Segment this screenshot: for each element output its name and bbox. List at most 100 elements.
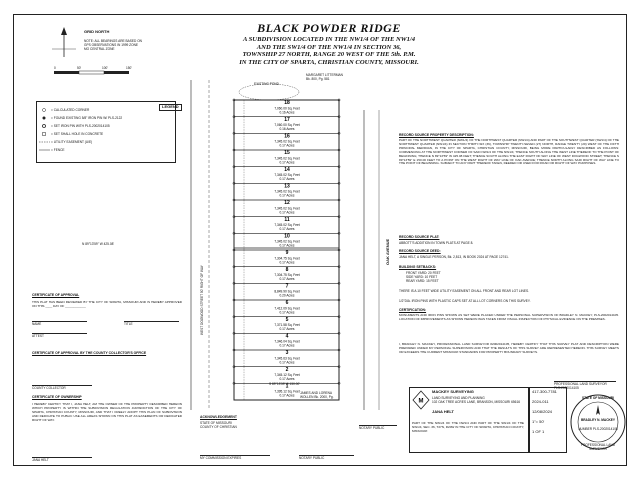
lot-corner-pin xyxy=(232,348,236,352)
west-street-label: WEST DOGWOOD STREET 50' RIGHT OF WAY xyxy=(200,265,204,335)
lot-area: 7,345.02 Sq. Feet xyxy=(274,240,299,244)
bearing-note: NOTE: ALL BEARINGS ARE BASED ON GPS OBSE… xyxy=(84,39,142,51)
lot-area: 7,345.02 Sq. Feet xyxy=(274,206,299,210)
lot-number: 11 xyxy=(284,217,290,223)
lot-corner-pin xyxy=(337,181,341,185)
acknowledgement-title: ACKNOWLEDGEMENT xyxy=(200,415,237,419)
legend-item: = SET SHALL HOLE IN CONCRETE xyxy=(51,132,104,136)
lot-acres: 0.17 Acres xyxy=(279,177,294,181)
name-label: NAME xyxy=(32,322,42,326)
lot-acres: 0.17 Acres xyxy=(279,344,294,348)
lot-corner-pin xyxy=(337,281,341,285)
signature-line xyxy=(299,455,354,456)
plat-scale: 1"= 50' xyxy=(532,419,545,424)
lot-area: 7,345.63 Sq. Feet xyxy=(274,356,299,360)
signature-line xyxy=(359,425,397,426)
title-line-1: A SUBDIVISION LOCATED IN THE NW1/4 OF TH… xyxy=(242,36,416,43)
company-tagline: LAND SURVEYING AND PLANNING xyxy=(432,396,485,400)
lot-corner-pin xyxy=(337,215,341,219)
grid-north-label: GRID NORTH xyxy=(84,29,110,34)
ownership-title: CERTIFICATE OF OWNERSHIP xyxy=(32,395,82,399)
lot-number: 8 xyxy=(286,267,289,273)
notary-label-right: NOTARY PUBLIC xyxy=(359,426,385,430)
lot-corner-pin xyxy=(232,365,236,369)
lot-corner-pin xyxy=(337,248,341,252)
lot-corner-pin xyxy=(337,265,341,269)
lot-corner-pin xyxy=(232,181,236,185)
ack-state: STATE OF MISSOURI xyxy=(200,421,232,425)
lot-corner-pin xyxy=(337,131,341,135)
lot-acres: 0.17 Acres xyxy=(279,394,294,398)
lot-corner-pin xyxy=(232,198,236,202)
lot-corner-pin xyxy=(337,148,341,152)
lot-number: 10 xyxy=(284,234,290,240)
approval-title: CERTIFICATE OF APPROVAL xyxy=(32,293,80,297)
lot-number: 13 xyxy=(284,184,290,190)
plat-sheet: BLACK POWDER RIDGE A SUBDIVISION LOCATED… xyxy=(13,14,627,466)
lot-area: 8,849.90 Sq. Feet xyxy=(274,290,299,294)
company-logo-icon: M xyxy=(412,390,430,410)
lot-acres: 0.17 Acres xyxy=(279,144,294,148)
title-block: M MACKEY SURVEYING LAND SURVEYING AND PL… xyxy=(409,387,529,453)
lot-corner-pin xyxy=(337,381,341,385)
lot-acres: 0.17 Acres xyxy=(279,244,294,248)
notary-label: NOTARY PUBLIC xyxy=(299,456,325,460)
lot-area: 7,304.75 Sq. Feet xyxy=(274,273,299,277)
lot-corner-pin xyxy=(232,381,236,385)
company-address: 102 OAK TREE ACRES LANE, BRANSON, MISSOU… xyxy=(432,400,520,404)
lot-acres: 0.17 Acres xyxy=(279,277,294,281)
ack-county: COUNTY OF CHRISTIAN xyxy=(200,425,237,429)
scale-tick-0: 0 xyxy=(54,66,56,70)
lot-corner-pin xyxy=(232,231,236,235)
description-header: RECORD SOURCE PROPERTY DESCRIPTION: xyxy=(399,133,474,137)
signature-line xyxy=(554,381,616,382)
lot-corner-pin xyxy=(337,165,341,169)
lot-number: 18 xyxy=(284,100,290,106)
lot-acres: 0.17 Acres xyxy=(279,377,294,381)
legend-symbols xyxy=(39,108,50,151)
lot-number: 4 xyxy=(286,334,289,340)
lot-acres: 0.17 Acres xyxy=(279,260,294,264)
title-line-3: TOWNSHIP 27 NORTH, RANGE 20 WEST OF THE … xyxy=(242,51,416,59)
lot-corner-pin xyxy=(232,298,236,302)
signature-line xyxy=(32,333,87,334)
client-name: JANA HELT xyxy=(432,409,454,414)
record-plat-text: ABBOTT'S ADDITION IN TOWN PLATS AT PAGE … xyxy=(399,241,474,245)
lot-corner-pin xyxy=(232,148,236,152)
lot-area: 7,060.00 Sq. Feet xyxy=(274,123,299,127)
surveyor-seal xyxy=(570,394,626,450)
main-bearing-label: N 89°13'59" W 425.08' xyxy=(82,242,114,246)
collector-title: CERTIFICATE OF APPROVAL BY THE COUNTY CO… xyxy=(32,351,147,355)
owner-south-label: JAMES AND LORENA WOLLEN Bk. 2000, Pg. xyxy=(300,391,334,399)
lot-acres: 0.17 Acres xyxy=(279,160,294,164)
legend-box: LEGEND = CALCULATED CORNER = FOUND EXIST… xyxy=(36,101,182,163)
legend-item: = CALCULATED CORNER xyxy=(51,108,90,112)
lot-number: 1 xyxy=(286,384,289,390)
lot-corner-pin xyxy=(337,348,341,352)
lot-corner-pin xyxy=(337,298,341,302)
setbacks-header: BUILDING SETBACKS: xyxy=(399,265,437,269)
lot-number: 15 xyxy=(284,150,290,156)
lot-area: 7,060.00 Sq. Feet xyxy=(274,106,299,110)
lot-number: 12 xyxy=(284,200,290,206)
title-block-info: 417-300-7781 2024-011 12/08/2024 1"= 50'… xyxy=(529,387,567,453)
location-text: PART OF THE NW1/4 OF THE NW1/4 AND PART … xyxy=(412,421,524,433)
signature-line xyxy=(32,457,92,458)
lot-corner-pin xyxy=(232,98,236,102)
lot-acres: 0.16 Acres xyxy=(279,110,294,114)
south-bearing-label: S 89°13'59" E 150.00' xyxy=(269,382,300,386)
lot-corner-pin xyxy=(337,365,341,369)
lot-boundary xyxy=(233,383,340,401)
certification-text: MONUMENTS AND IRON PINS SHOWN AS SET WER… xyxy=(399,313,619,321)
lot-area: 7,345.02 Sq. Feet xyxy=(274,156,299,160)
lot-number: 3 xyxy=(286,350,289,356)
lot-acres: 0.17 Acres xyxy=(279,327,294,331)
